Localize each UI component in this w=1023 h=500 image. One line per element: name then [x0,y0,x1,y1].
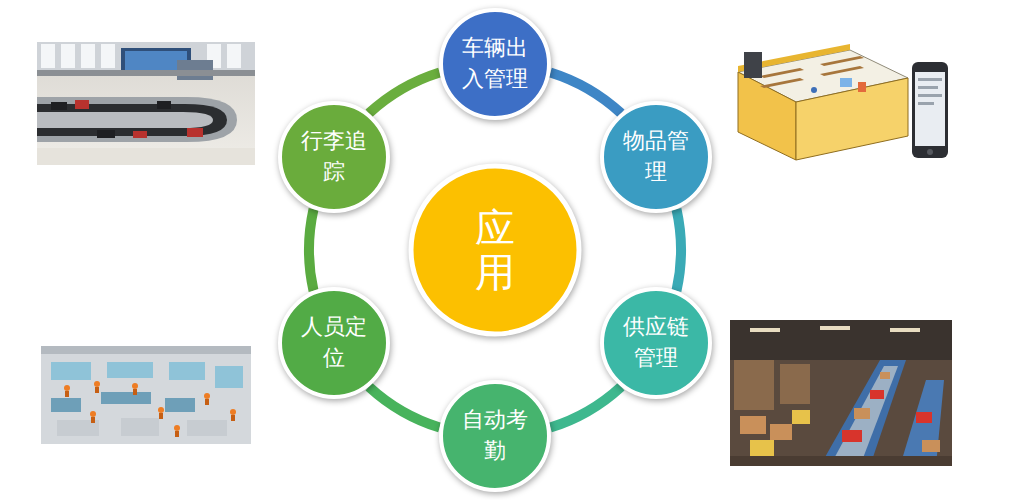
app-circle: 人员定位 [278,287,390,399]
warehouse-room-picture [730,42,952,162]
ring-segment [550,72,621,113]
baggage-carousel-picture [37,42,255,165]
circle-outline [600,101,712,213]
ring-segment [369,72,440,113]
app-circle: 供应链管理 [600,287,712,399]
factory-floor-picture [37,340,255,456]
hub-circle: 应用 [409,164,581,336]
app-label: 物品管理 [623,126,690,188]
app-label: 行李追踪 [300,126,367,188]
app-circle: 行李追踪 [278,101,390,213]
circle-outline [439,380,551,492]
hub-label: 应用 [475,206,515,294]
app-label: 自动考勤 [461,405,528,467]
ring-segment [676,209,681,291]
app-label: 车辆出入管理 [461,33,528,95]
app-circle: 车辆出入管理 [439,8,551,120]
ring-segment [550,387,621,428]
app-label: 供应链管理 [623,312,690,374]
circle-outline [439,8,551,120]
logistics-warehouse-picture [730,320,952,466]
circle-outline [600,287,712,399]
app-label: 人员定位 [300,312,367,374]
circle-outline [278,101,390,213]
circle-outline [278,287,390,399]
ring-segment [369,387,440,428]
app-circle: 物品管理 [600,101,712,213]
ring-segment [309,209,314,291]
app-circle: 自动考勤 [439,380,551,492]
